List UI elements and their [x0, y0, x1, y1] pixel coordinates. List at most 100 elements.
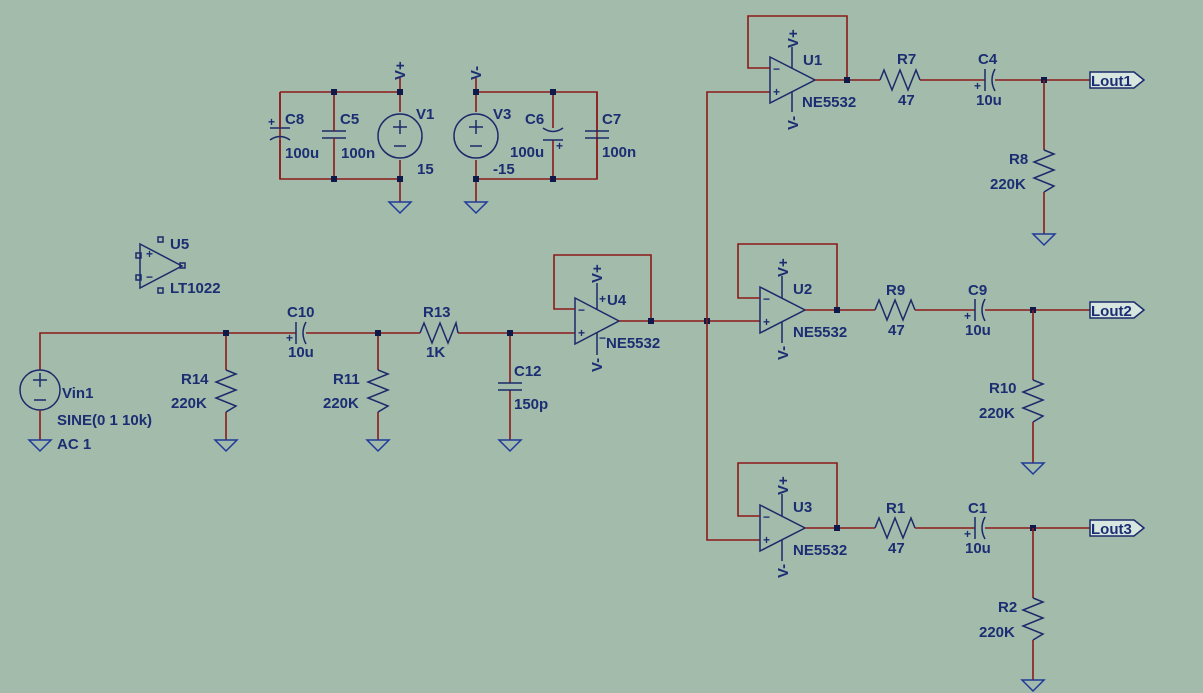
c6-value: 100u — [510, 144, 544, 161]
lout1-label: Lout1 — [1091, 73, 1132, 90]
capacitor-c1[interactable]: + C1 10u — [964, 500, 991, 557]
svg-text:+: + — [763, 315, 770, 329]
capacitor-c10[interactable]: + C10 10u — [286, 304, 315, 361]
capacitor-c8[interactable]: + C8 100u — [268, 111, 319, 162]
u5-model: LT1022 — [170, 280, 221, 297]
u1-vplus-label: V+ — [785, 29, 802, 48]
c9-name: C9 — [968, 282, 987, 299]
r2-value: 220K — [979, 624, 1015, 641]
ground-icon — [388, 201, 412, 214]
r13-value: 1K — [426, 344, 445, 361]
v1-net-label: V+ — [392, 61, 409, 80]
r1-value: 47 — [888, 540, 905, 557]
c8-value: 100u — [285, 145, 319, 162]
ground-icon — [1021, 462, 1045, 475]
c10-value: 10u — [288, 344, 314, 361]
resistor-r9[interactable]: R9 47 — [874, 282, 916, 339]
capacitor-c9[interactable]: + C9 10u — [964, 282, 991, 339]
r1-name: R1 — [886, 500, 905, 517]
resistor-r11[interactable]: R11 220K — [323, 369, 391, 413]
voltage-source-v1[interactable]: V1 15 — [377, 106, 434, 178]
r11-value: 220K — [323, 395, 359, 412]
v3-name: V3 — [493, 106, 511, 123]
opamp-u2[interactable]: − + U2 NE5532 — [759, 276, 847, 343]
resistor-r10[interactable]: R10 220K — [979, 379, 1046, 423]
capacitor-c12[interactable]: C12 150p — [498, 363, 548, 413]
svg-text:+: + — [964, 527, 971, 541]
u4-vplus-label: V+ — [589, 264, 606, 283]
u4-model: NE5532 — [606, 335, 660, 352]
r13-name: R13 — [423, 304, 451, 321]
voltage-source-v3[interactable]: V3 -15 — [453, 106, 515, 178]
r11-name: R11 — [333, 371, 360, 388]
resistor-r8[interactable]: R8 220K — [990, 149, 1057, 193]
c7-value: 100n — [602, 144, 636, 161]
svg-text:+: + — [599, 292, 606, 306]
svg-text:−: − — [578, 303, 585, 317]
lout3-label: Lout3 — [1091, 521, 1132, 538]
lout2-label: Lout2 — [1091, 303, 1132, 320]
capacitor-c4[interactable]: + C4 10u — [974, 51, 1002, 109]
resistor-r14[interactable]: R14 220K — [171, 369, 239, 413]
u3-model: NE5532 — [793, 542, 847, 559]
u2-vplus-label: V+ — [775, 258, 792, 277]
c1-name: C1 — [968, 500, 987, 517]
u1-name: U1 — [803, 52, 822, 69]
svg-text:−: − — [763, 510, 770, 524]
c12-name: C12 — [514, 363, 542, 380]
svg-text:+: + — [146, 247, 153, 261]
resistor-r1[interactable]: R1 47 — [874, 500, 916, 557]
c9-value: 10u — [965, 322, 991, 339]
capacitor-c6[interactable]: + C6 100u — [510, 111, 564, 161]
c1-value: 10u — [965, 540, 991, 557]
u3-vplus-label: V+ — [775, 476, 792, 495]
opamp-u1[interactable]: − + U1 NE5532 — [769, 47, 856, 112]
opamp-u3[interactable]: − + U3 NE5532 — [759, 494, 847, 561]
u1-vminus-label: V- — [785, 116, 802, 130]
channel-1: − + U1 NE5532 V+ V- R7 47 + C4 10u — [747, 15, 1146, 246]
resistor-r13[interactable]: R13 1K — [419, 304, 459, 361]
c6-name: C6 — [525, 111, 544, 128]
vin1-ac: AC 1 — [57, 436, 91, 453]
svg-text:+: + — [268, 115, 275, 129]
u3-name: U3 — [793, 499, 812, 516]
r10-name: R10 — [989, 380, 1017, 397]
vin1-value: SINE(0 1 10k) — [57, 412, 152, 429]
svg-text:+: + — [964, 309, 971, 323]
svg-text:−: − — [146, 270, 153, 284]
u1-model: NE5532 — [802, 94, 856, 111]
ground-icon — [214, 439, 238, 452]
output-flag-lout3[interactable]: Lout3 — [1089, 519, 1146, 538]
channel-2: − + U2 NE5532 V+ V- R9 47 + C9 10u — [737, 243, 1146, 475]
u4-name: U4 — [607, 292, 627, 309]
input-section: Vin1 SINE(0 1 10k) AC 1 R14 220K + C10 1… — [19, 304, 575, 453]
output-flag-lout1[interactable]: Lout1 — [1089, 71, 1146, 90]
resistor-r2[interactable]: R2 220K — [979, 597, 1046, 641]
r10-value: 220K — [979, 405, 1015, 422]
r9-value: 47 — [888, 322, 905, 339]
capacitor-c7[interactable]: C7 100n — [585, 111, 636, 161]
c12-value: 150p — [514, 396, 548, 413]
u2-name: U2 — [793, 281, 812, 298]
opamp-u5[interactable]: + − U5 LT1022 — [135, 236, 221, 297]
c5-name: C5 — [340, 111, 359, 128]
svg-text:+: + — [763, 533, 770, 547]
output-flag-lout2[interactable]: Lout2 — [1089, 301, 1146, 320]
opamp-u4[interactable]: − + U4 NE5532 + − — [574, 283, 660, 355]
v1-name: V1 — [416, 106, 434, 123]
resistor-r7[interactable]: R7 47 — [879, 51, 921, 109]
r14-name: R14 — [181, 371, 209, 388]
svg-text:−: − — [763, 292, 770, 306]
ground-icon — [464, 201, 488, 214]
svg-text:+: + — [286, 331, 293, 345]
ground-icon — [1032, 233, 1056, 246]
svg-text:−: − — [599, 331, 606, 345]
svg-text:+: + — [556, 139, 563, 153]
power-supply-section: + C8 100u C5 100n V1 15 V+ — [268, 61, 636, 214]
svg-text:+: + — [773, 85, 780, 99]
capacitor-c5[interactable]: C5 100n — [322, 111, 375, 162]
svg-text:+: + — [974, 79, 981, 93]
u2-vminus-label: V- — [775, 346, 792, 360]
voltage-source-vin1[interactable]: Vin1 SINE(0 1 10k) AC 1 — [19, 369, 152, 453]
u4-vminus-label: V- — [589, 358, 606, 372]
